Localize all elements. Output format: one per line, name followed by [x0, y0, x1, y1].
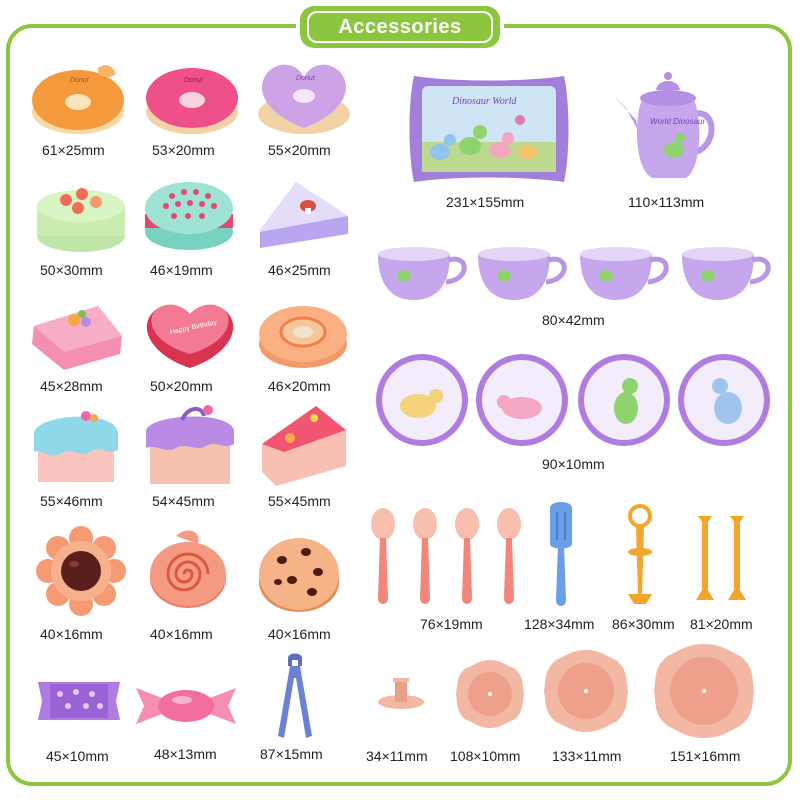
svg-text:World Dinosaur: World Dinosaur	[650, 117, 705, 126]
swirl-cookie-image	[150, 530, 226, 608]
size-label: 48×13mm	[154, 746, 217, 762]
plate-image	[376, 354, 468, 446]
size-label: 46×25mm	[268, 262, 331, 278]
spoon-image	[455, 508, 479, 604]
spoon-image	[371, 508, 395, 604]
orange-donut-image: Donut	[32, 65, 124, 134]
spoon-image	[497, 508, 521, 604]
mint-macaron-image	[145, 182, 233, 250]
size-label: 50×30mm	[40, 262, 103, 278]
size-label: 53×20mm	[152, 142, 215, 158]
stand-pole-image	[728, 516, 746, 600]
size-label: 90×10mm	[542, 456, 605, 472]
size-label: 50×20mm	[150, 378, 213, 394]
spoon-image	[413, 508, 437, 604]
title-text: Accessories	[338, 15, 462, 38]
size-label: 87×15mm	[260, 746, 323, 762]
size-label: 46×19mm	[150, 262, 213, 278]
blue-tongs-image	[278, 653, 312, 738]
size-label: 55×45mm	[268, 493, 331, 509]
size-label: 55×20mm	[268, 142, 331, 158]
stand-cap-image	[378, 678, 424, 709]
teacup-image	[478, 247, 567, 300]
pink-wrapped-candy-image	[136, 688, 236, 724]
teacup-image	[378, 247, 467, 300]
size-label: 34×11mm	[366, 748, 428, 764]
blue-frosted-cake-image	[34, 411, 118, 482]
plate-image	[578, 354, 670, 446]
large-tier-image	[654, 644, 754, 738]
size-label: 40×16mm	[150, 626, 213, 642]
size-label: 151×16mm	[670, 748, 741, 764]
size-label: 108×10mm	[450, 748, 521, 764]
size-label: 128×34mm	[524, 616, 595, 632]
size-label: 45×28mm	[40, 378, 103, 394]
purple-cake-slice-image	[260, 182, 348, 248]
size-label: 110×113mm	[628, 194, 705, 210]
green-cake-image	[37, 188, 125, 252]
size-label: 231×155mm	[446, 194, 525, 210]
purple-frosted-cake-image	[146, 405, 234, 484]
size-label: 81×20mm	[690, 616, 753, 632]
plate-image	[678, 354, 770, 446]
teacup-image	[580, 247, 669, 300]
mid-tier-image	[544, 650, 628, 732]
purple-candy-bar-image	[38, 682, 120, 720]
size-label: 76×19mm	[420, 616, 483, 632]
small-tier-image	[456, 660, 524, 728]
size-label: 46×20mm	[268, 378, 331, 394]
dinosaur-tray-image: Dinosaur World	[409, 76, 569, 182]
size-label: 86×30mm	[612, 616, 675, 632]
size-label: 55×46mm	[40, 493, 103, 509]
svg-text:Donut: Donut	[70, 77, 90, 84]
size-label: 54×45mm	[152, 493, 215, 509]
pink-cake-block-image	[32, 306, 122, 370]
peach-donut-image	[259, 306, 347, 368]
svg-text:Dinosaur World: Dinosaur World	[451, 96, 517, 107]
pink-donut-image: Donut	[146, 68, 238, 134]
spatula-image	[550, 502, 572, 606]
plate-image	[476, 354, 568, 446]
size-label: 40×16mm	[268, 626, 331, 642]
size-label: 133×11mm	[552, 748, 622, 764]
stand-pole-image	[696, 516, 714, 600]
purple-heart-donut-image: Donut	[258, 64, 350, 134]
strawberry-cake-slice-image	[262, 406, 346, 486]
flower-cookie-image	[36, 526, 126, 616]
stand-handle-image	[628, 504, 652, 604]
size-label: 80×42mm	[542, 312, 605, 328]
heart-cake-image: Happy Birthday	[146, 304, 234, 368]
size-label: 61×25mm	[42, 142, 105, 158]
teacup-image	[682, 247, 771, 300]
size-label: 45×10mm	[46, 748, 109, 764]
svg-text:Donut: Donut	[184, 77, 204, 84]
title-banner: Accessories	[300, 6, 500, 48]
chocolate-chip-cookie-image	[259, 538, 339, 612]
svg-text:Donut: Donut	[296, 75, 316, 82]
teapot-image: World Dinosaur	[614, 72, 715, 178]
size-label: 40×16mm	[40, 626, 103, 642]
